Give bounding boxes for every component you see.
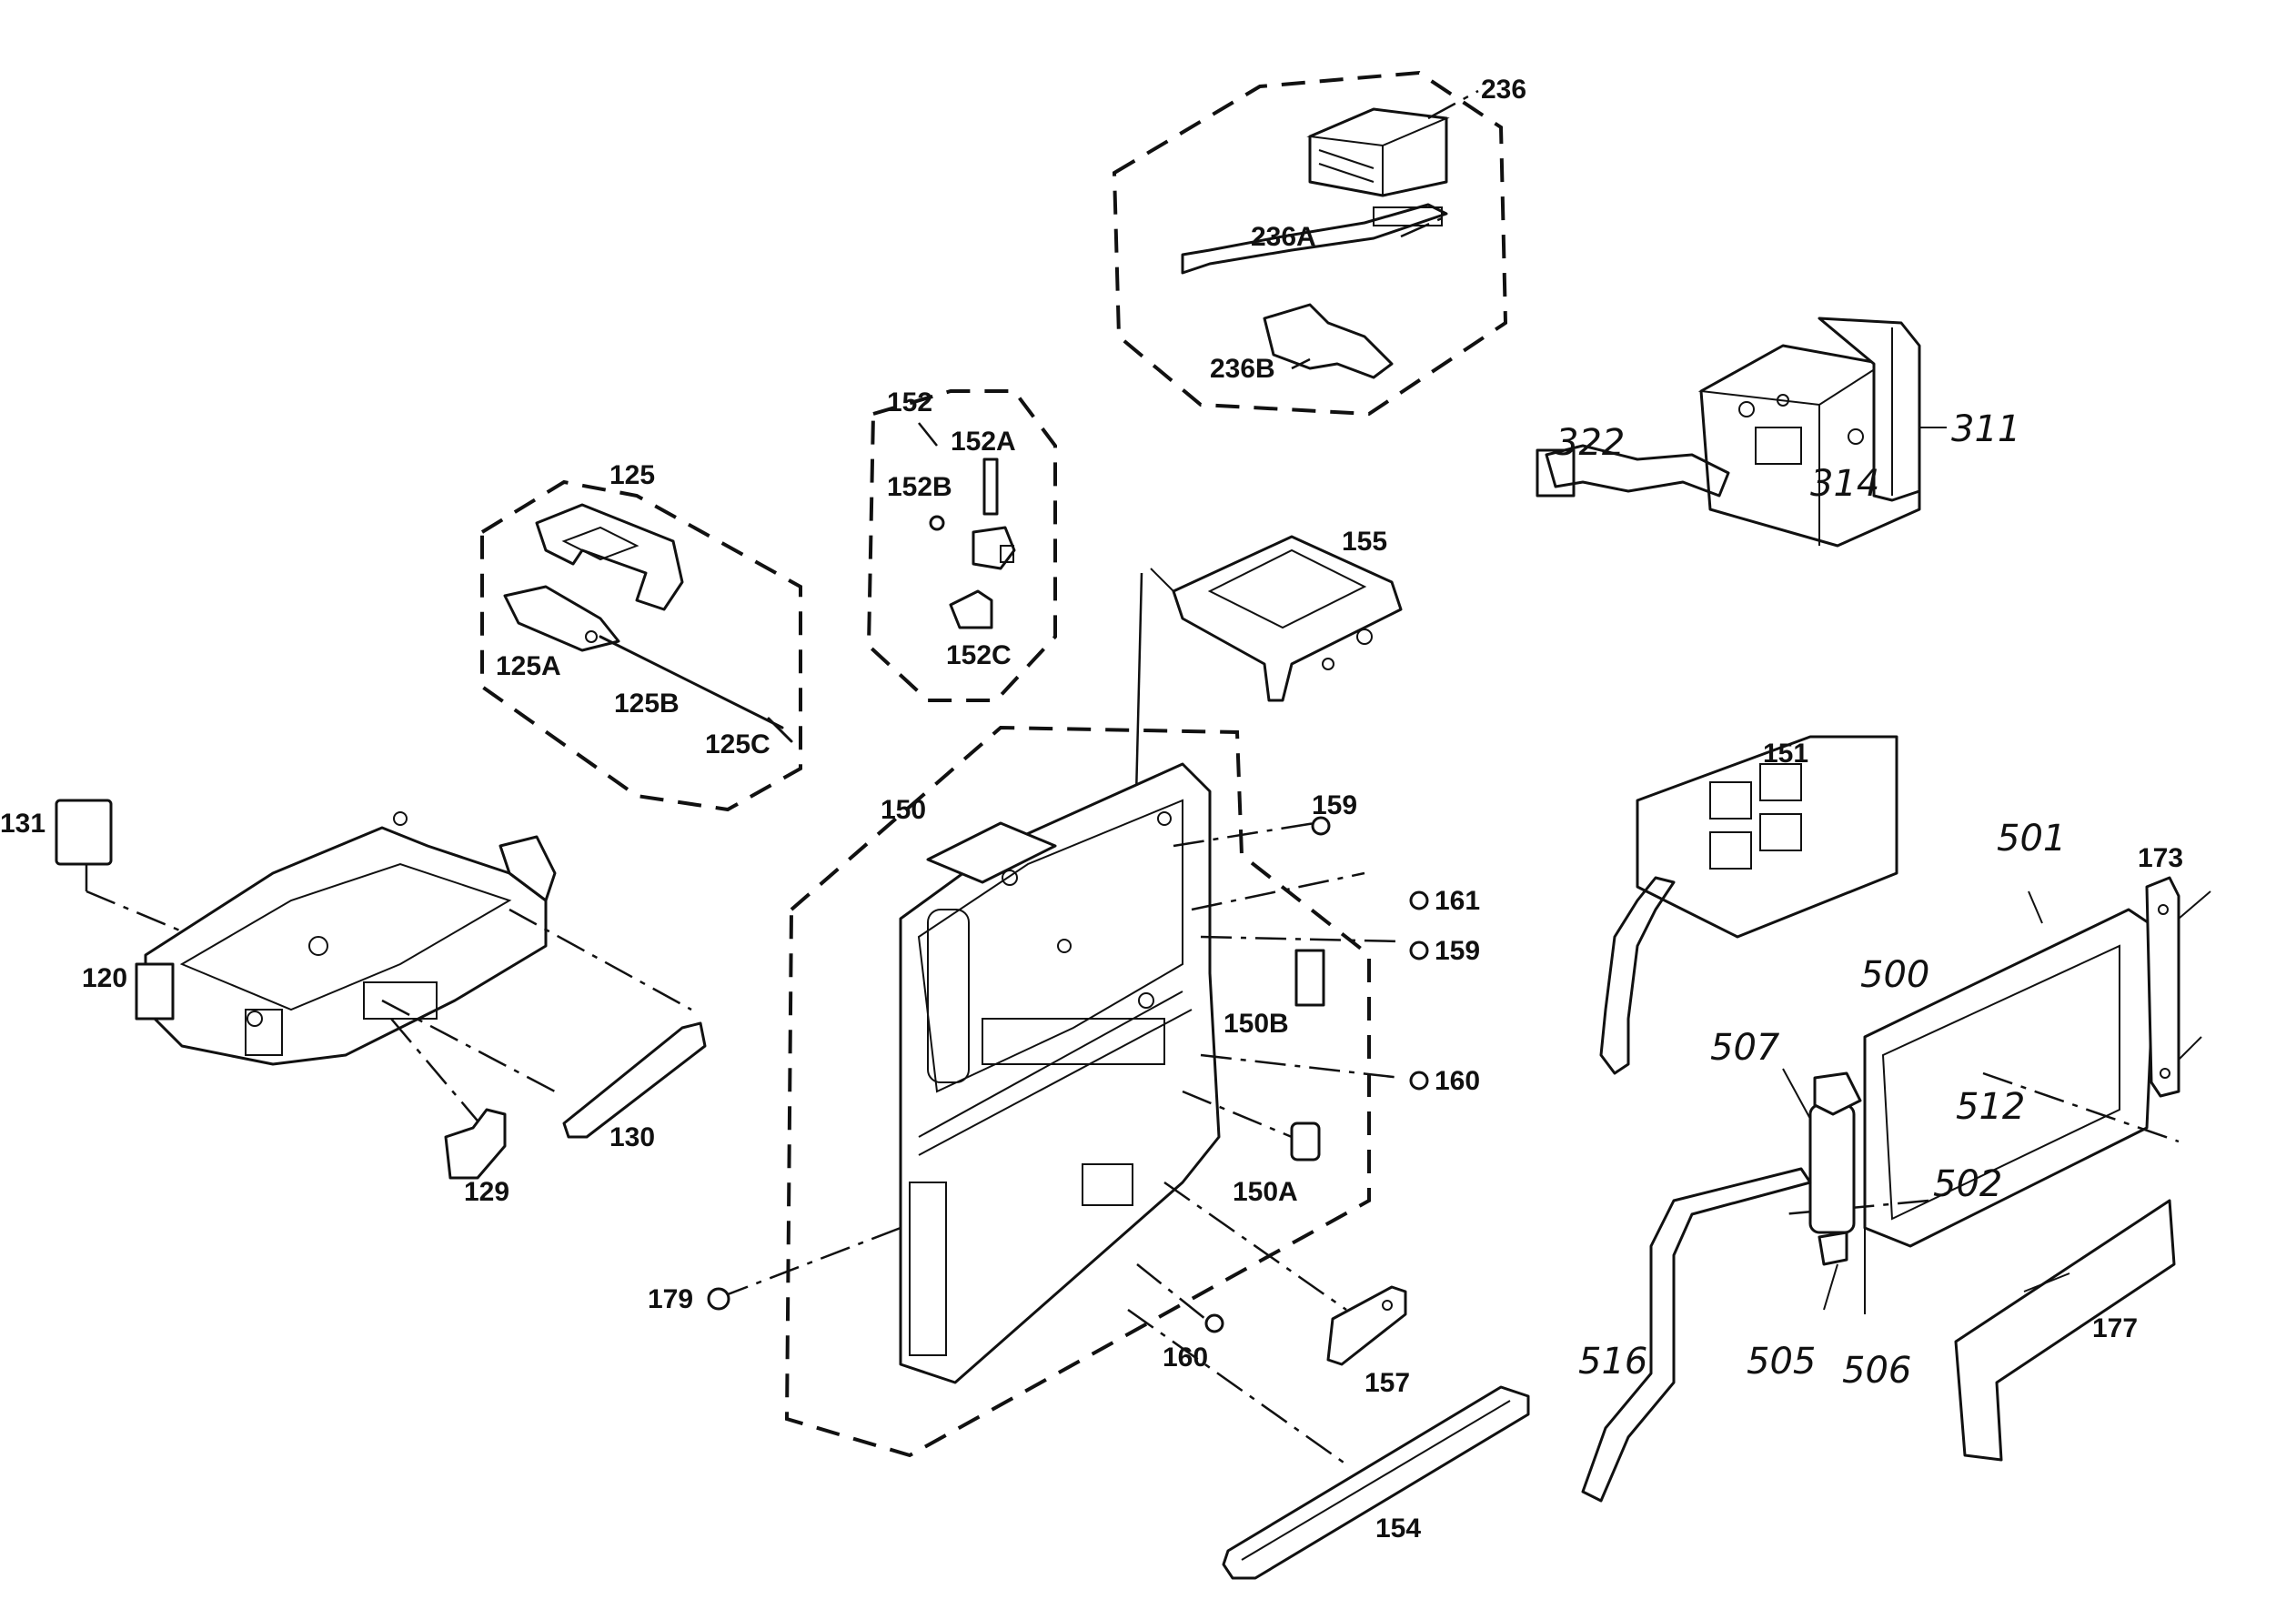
- label-125b: 125B: [614, 689, 680, 719]
- label-150a: 150A: [1233, 1177, 1298, 1207]
- part-154: 154: [1127, 1308, 1530, 1580]
- label-155: 155: [1342, 527, 1387, 557]
- part-177: 177: [1954, 1199, 2176, 1462]
- label-311: 311: [1951, 408, 2020, 450]
- group-outline-150: [784, 725, 1371, 1458]
- label-236: 236: [1481, 75, 1526, 105]
- washer-161: [1409, 890, 1429, 910]
- assembly-507: 507 505 506: [1710, 1027, 1911, 1392]
- label-177: 177: [2092, 1313, 2138, 1343]
- label-120: 120: [82, 963, 127, 993]
- part-173: 173: [2138, 843, 2211, 1098]
- plate-236b: [1263, 303, 1394, 379]
- assembly-150: 150 150A 150B 159 161 159 160 179 160: [648, 725, 1480, 1458]
- label-160-right: 160: [1435, 1066, 1480, 1096]
- label-131: 131: [0, 809, 45, 839]
- bracket-152c: [949, 589, 993, 629]
- top-plate-150: [926, 821, 1057, 884]
- label-125c: 125C: [705, 729, 770, 759]
- flex-cable-516: [1581, 1167, 1812, 1503]
- assembly-152: 152 152A 152B 152C: [866, 387, 1057, 702]
- label-160-bottom: 160: [1163, 1343, 1208, 1373]
- washer-159-top: [1311, 816, 1331, 836]
- label-236b: 236B: [1210, 354, 1275, 384]
- label-173: 173: [2138, 843, 2183, 873]
- module-311: 311 314 322: [1536, 317, 2020, 548]
- label-152: 152: [887, 387, 932, 417]
- bracket-131: [55, 799, 113, 866]
- assembly-125: 125 125A 125B 125C: [480, 460, 802, 812]
- group-outline-236: [1112, 70, 1508, 417]
- label-236a: 236A: [1251, 222, 1316, 252]
- part-151: 151: [1599, 735, 1898, 1075]
- chassis-frame-120: [144, 826, 548, 1066]
- part-129: [444, 1108, 507, 1180]
- label-129: 129: [464, 1177, 509, 1207]
- cover-157: [1326, 1285, 1407, 1366]
- washer-179: [707, 1287, 730, 1311]
- label-322: 322: [1556, 422, 1625, 464]
- assembly-120: 131 120 129 130: [0, 799, 707, 1207]
- flex-cable-151: [1599, 876, 1676, 1075]
- pin-152a: [982, 458, 999, 516]
- screw-152b: [929, 515, 945, 531]
- assembly-236: 236 236A 236B: [1112, 70, 1526, 417]
- bar-130: [562, 1021, 707, 1139]
- label-507: 507: [1710, 1027, 1780, 1069]
- label-179: 179: [648, 1284, 693, 1314]
- label-125: 125: [609, 460, 655, 490]
- label-154: 154: [1375, 1514, 1421, 1544]
- label-159-mid: 159: [1435, 936, 1480, 966]
- connector-236: [1306, 107, 1450, 197]
- group-outline-125: [480, 479, 802, 812]
- label-161: 161: [1435, 886, 1480, 916]
- label-150b: 150B: [1224, 1009, 1289, 1039]
- label-152b: 152B: [887, 472, 952, 502]
- label-505: 505: [1747, 1341, 1816, 1383]
- label-512: 512: [1956, 1086, 2025, 1128]
- backlight-tube-506: [1808, 1103, 1856, 1234]
- board-151: [1636, 735, 1898, 939]
- label-151: 151: [1763, 739, 1808, 769]
- washer-159-mid: [1409, 940, 1429, 960]
- part-150b: [1294, 949, 1325, 1007]
- label-159-top: 159: [1312, 790, 1357, 820]
- module-plate-311: [1818, 317, 1921, 502]
- part-150a: [1290, 1121, 1321, 1162]
- holder-507: [1813, 1071, 1862, 1116]
- spring-125c: [767, 717, 793, 743]
- shield-plate-155: [1172, 535, 1403, 702]
- label-502: 502: [1933, 1163, 2002, 1205]
- part-157: 157: [1326, 1285, 1410, 1398]
- strip-154: [1222, 1385, 1530, 1580]
- flex-cable-236a: [1181, 203, 1448, 275]
- bracket-173: [2145, 876, 2180, 1098]
- group-outline-152: [866, 389, 1057, 702]
- label-501: 501: [1997, 818, 2066, 860]
- label-516: 516: [1578, 1341, 1647, 1383]
- bracket-152-top: [972, 526, 1016, 570]
- holder-505: [1818, 1231, 1848, 1266]
- label-150: 150: [881, 795, 926, 825]
- part-516: 516: [1578, 1167, 1812, 1503]
- label-130: 130: [609, 1122, 655, 1152]
- label-500: 500: [1860, 954, 1929, 996]
- main-frame-150: [899, 762, 1221, 1384]
- label-314: 314: [1810, 463, 1879, 505]
- label-506: 506: [1842, 1350, 1911, 1392]
- sheet-177: [1954, 1199, 2176, 1462]
- rod-125b: [599, 635, 784, 729]
- label-152c: 152C: [946, 640, 1012, 670]
- washer-160-right: [1409, 1071, 1429, 1091]
- label-157: 157: [1365, 1368, 1410, 1398]
- bracket-125: [535, 503, 684, 611]
- label-125a: 125A: [496, 651, 561, 681]
- label-152a: 152A: [951, 427, 1016, 457]
- plate-125a: [503, 585, 620, 652]
- washer-160-bottom: [1204, 1313, 1224, 1333]
